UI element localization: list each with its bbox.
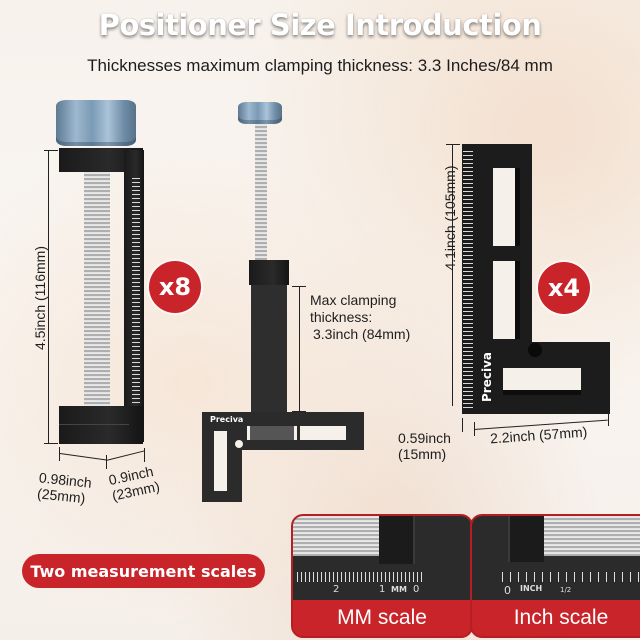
dim-cap-bottom: [292, 411, 306, 412]
clamp-label-line3: 3.3inch (84mm): [313, 326, 411, 342]
mm-unit: MM: [391, 585, 407, 594]
depth-dimension-line: [105, 450, 145, 461]
brand-logo: Preciva: [480, 352, 494, 402]
slot-lower: [503, 368, 581, 395]
slot-right: [300, 426, 346, 440]
mm-scale-image: 2 1 MM 0: [293, 516, 471, 600]
mm-ruler-ticks: [297, 572, 423, 582]
quantity-badge-x8: x8: [149, 261, 201, 313]
inch-ruler-ticks: [502, 572, 640, 582]
thickness-mm: (15mm): [398, 446, 447, 462]
height-dimension-line: [452, 144, 453, 406]
pivot-hole: [528, 343, 542, 357]
height-label: 4.5inch (116mm): [32, 246, 48, 351]
dim-tick-b: [474, 422, 475, 436]
dim-tick-c: [144, 448, 145, 462]
slot-middle: [493, 261, 520, 339]
slider-block: [379, 516, 415, 564]
threaded-rod: [293, 516, 379, 556]
dim-tick-a: [462, 418, 463, 432]
block-seam: [59, 424, 129, 425]
width-label: 0.98inch (25mm): [36, 469, 92, 506]
mm-tick-0: 0: [413, 584, 420, 595]
brand-logo: Preciva: [210, 415, 244, 424]
inch-scale-image: 0 INCH 1/2: [472, 516, 640, 600]
width-dimension-line: [59, 453, 107, 461]
clamp-label-line1: Max clamping: [310, 292, 397, 308]
two-scales-pill: Two measurement scales: [22, 554, 265, 588]
threaded-rod: [84, 172, 110, 410]
mm-tick-2: 2: [333, 584, 340, 595]
knob-icon: [56, 100, 136, 146]
clamp-thickness-label: Max clamping thickness: 3.3inch (84mm): [310, 292, 410, 343]
knob-icon: [238, 102, 282, 124]
slot-center: [247, 426, 297, 440]
clamp-label-line2: thickness:: [310, 309, 373, 325]
thickness-label: 0.59inch (15mm): [398, 430, 451, 462]
thickness-inch: 0.59inch: [398, 430, 451, 446]
right-l-square: Preciva 4.1inch (105mm) 0.59inch (15mm) …: [390, 130, 640, 470]
dim-cap-top: [292, 286, 306, 287]
depth-label: 0.9inch (23mm): [107, 462, 161, 504]
dim-cap-top: [44, 150, 58, 151]
bottom-block: [59, 406, 143, 444]
height-label: 4.1inch (105mm): [442, 165, 458, 271]
dim-cap-top: [446, 144, 460, 145]
dim-cap-bottom: [44, 443, 58, 444]
height-dimension-line: [48, 150, 49, 444]
dim-tick-c: [608, 412, 609, 426]
slot-vertical: [214, 431, 227, 491]
mm-tick-1: 1: [379, 584, 386, 595]
ruler-icon: [463, 148, 473, 410]
inch-tick-half: 1/2: [560, 586, 572, 594]
dim-tick-a: [59, 447, 60, 461]
clamp-head: [249, 260, 289, 285]
dim-tick-b: [106, 455, 107, 469]
inch-scale-card: 0 INCH 1/2 Inch scale: [470, 514, 640, 638]
slider-block: [508, 516, 544, 562]
ruler-icon: [132, 175, 140, 425]
pivot-hole: [235, 440, 243, 448]
left-positioner: 4.5inch (116mm) 0.98inch (25mm) 0.9inch …: [0, 0, 200, 530]
page-subtitle: Thicknesses maximum clamping thickness: …: [87, 56, 553, 75]
inch-tick-0: 0: [504, 584, 511, 597]
inch-unit: INCH: [520, 584, 543, 593]
threaded-rod: [255, 124, 267, 260]
threaded-rod: [544, 516, 640, 556]
inner-corner: [242, 450, 364, 502]
clamp-arm: [251, 285, 287, 415]
mm-scale-card: 2 1 MM 0 MM scale: [291, 514, 473, 638]
page-title: Positioner Size Introduction: [98, 8, 542, 42]
mm-scale-label: MM scale: [337, 606, 427, 629]
center-clamp: Max clamping thickness: 3.3inch (84mm) P…: [190, 90, 440, 510]
slot-upper: [493, 168, 520, 246]
quantity-badge-x4: x4: [538, 262, 590, 314]
clamp-dimension-line: [299, 286, 300, 411]
inch-scale-label: Inch scale: [513, 606, 609, 629]
